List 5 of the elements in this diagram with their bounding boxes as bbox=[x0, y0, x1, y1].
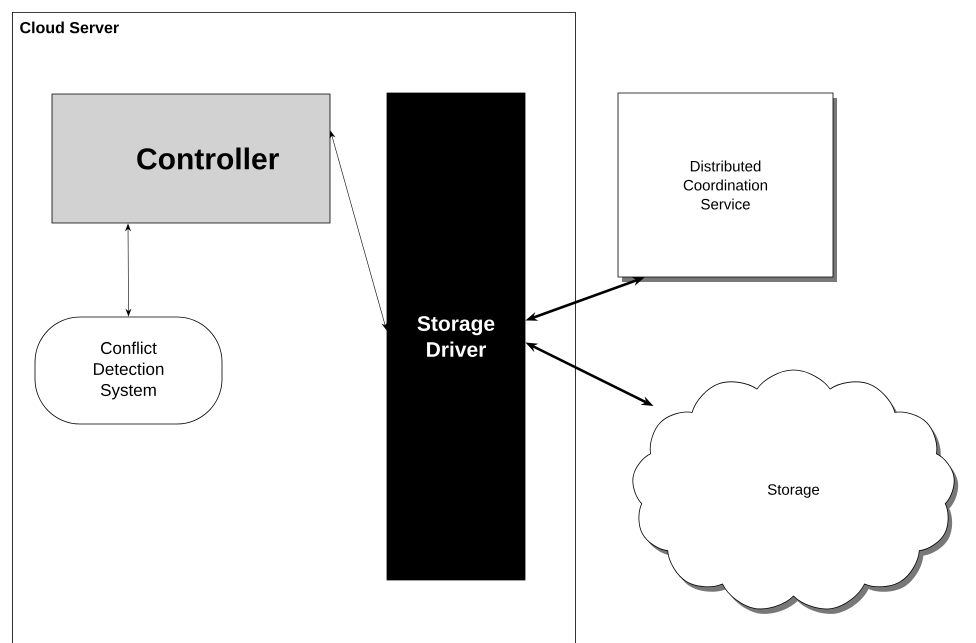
driver-bar: Storage Driver bbox=[386, 92, 526, 580]
controller-box: Controller bbox=[52, 94, 330, 224]
storage-cloud: Storage bbox=[632, 370, 958, 614]
rounded-box: Conflict Detection System bbox=[34, 316, 222, 424]
service-box: Distributed Coordination Service bbox=[618, 92, 837, 282]
